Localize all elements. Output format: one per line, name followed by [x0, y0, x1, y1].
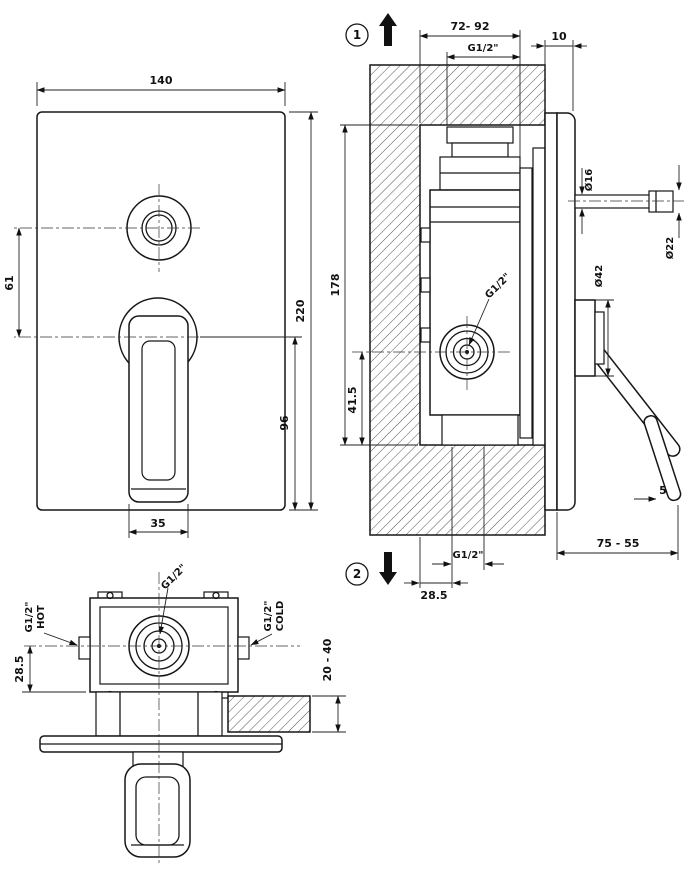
detail-marker-1: 1 [345, 23, 369, 47]
dim-10-label: 10 [551, 30, 567, 43]
dim-lever-width: 35 [128, 504, 189, 538]
valve-body-side [420, 126, 546, 446]
rough-in-box-plan [78, 591, 250, 699]
dia-42-label: Ø42 [593, 265, 605, 287]
dim-lever-clearance: 5 [634, 484, 667, 502]
dim-wall-thickness: 20 - 40 [312, 638, 346, 733]
front-view: 140 220 61 96 35 [3, 74, 318, 538]
trim-plate-side [556, 112, 576, 511]
mounting-plate-side [544, 112, 558, 511]
thread-bottom-label: G1/2" [453, 550, 484, 561]
side-centerlines [352, 316, 510, 390]
dim-circle-to-handle: 61 [3, 227, 22, 338]
dim-escutcheon-diameter: Ø42 [593, 265, 614, 377]
side-section-view: 1 2 72- 92 G1/2" 10 [329, 13, 684, 602]
dim-5-label: 5 [659, 484, 667, 497]
dim-75-55-label: 75 - 55 [597, 537, 640, 550]
label-hot-inlet: G1/2" HOT [24, 602, 78, 646]
dim-handle-projection: 75 - 55 [556, 505, 679, 560]
dim-35-label: 35 [150, 517, 165, 530]
lever-handle-plan [124, 751, 191, 858]
dim-plate-thickness: 10 [531, 30, 587, 111]
dim-bottom-offset: 28.5 [404, 537, 468, 602]
detail-marker-2: 2 [345, 562, 369, 586]
dim-rough-height: 178 [329, 124, 418, 446]
dim-140-label: 140 [150, 74, 173, 87]
cold-label: COLD [275, 601, 286, 632]
thread-cold-label: G1/2" [263, 601, 274, 632]
arrow-up-icon [379, 13, 397, 46]
dim-pipe-diameter: Ø16 [579, 168, 595, 234]
dim-plate-height: 220 [289, 111, 318, 511]
wall-section-plan [227, 695, 311, 733]
dim-depth-range: 72- 92 [419, 20, 521, 166]
lever-handle-side [574, 299, 682, 502]
dim-plate-width: 140 [36, 74, 286, 106]
dim-178-label: 178 [329, 274, 342, 297]
marker-1-label: 1 [353, 28, 361, 42]
dim-61-label: 61 [3, 275, 16, 290]
label-cold-inlet: G1/2" COLD [250, 601, 286, 646]
thread-top-label: G1/2" [468, 43, 499, 54]
dim-96-label: 96 [278, 415, 291, 431]
thread-plan-label: G1/2" [159, 562, 189, 592]
dim-20-40-label: 20 - 40 [321, 638, 334, 681]
dim-bottom-thread: G1/2" [432, 447, 504, 588]
arrow-down-icon [379, 552, 397, 585]
dim-41-5-label: 41.5 [346, 386, 359, 413]
dim-220-label: 220 [294, 299, 307, 322]
dim-thread-top: G1/2" [446, 43, 521, 125]
hot-label: HOT [36, 605, 47, 629]
front-centerlines [14, 184, 220, 338]
dia-22-label: Ø22 [664, 237, 676, 259]
lever-handle-front [128, 315, 189, 503]
mounting-bracket [519, 167, 533, 439]
outlet-pipe [568, 190, 684, 213]
top-section-view: G1/2" G1/2" HOT G1/2" COLD 28.5 20 - 40 [13, 562, 346, 864]
dim-28-5-side-label: 28.5 [420, 589, 447, 602]
handle-escutcheon [574, 299, 596, 377]
dim-28-5-plan-label: 28.5 [13, 655, 26, 682]
dim-72-92-label: 72- 92 [450, 20, 489, 33]
cold-inlet-port [237, 636, 250, 660]
dia-16-label: Ø16 [583, 169, 595, 191]
dim-center-offset: 28.5 [13, 645, 86, 693]
hot-inlet-port [78, 636, 91, 660]
dim-handle-to-bottom: 96 [200, 336, 302, 511]
plan-centerlines [24, 572, 300, 864]
dim-inlet-height: 41.5 [346, 351, 365, 446]
marker-2-label: 2 [353, 567, 361, 581]
dim-fitting-diameter: Ø22 [664, 165, 682, 259]
thread-hot-label: G1/2" [24, 602, 35, 633]
